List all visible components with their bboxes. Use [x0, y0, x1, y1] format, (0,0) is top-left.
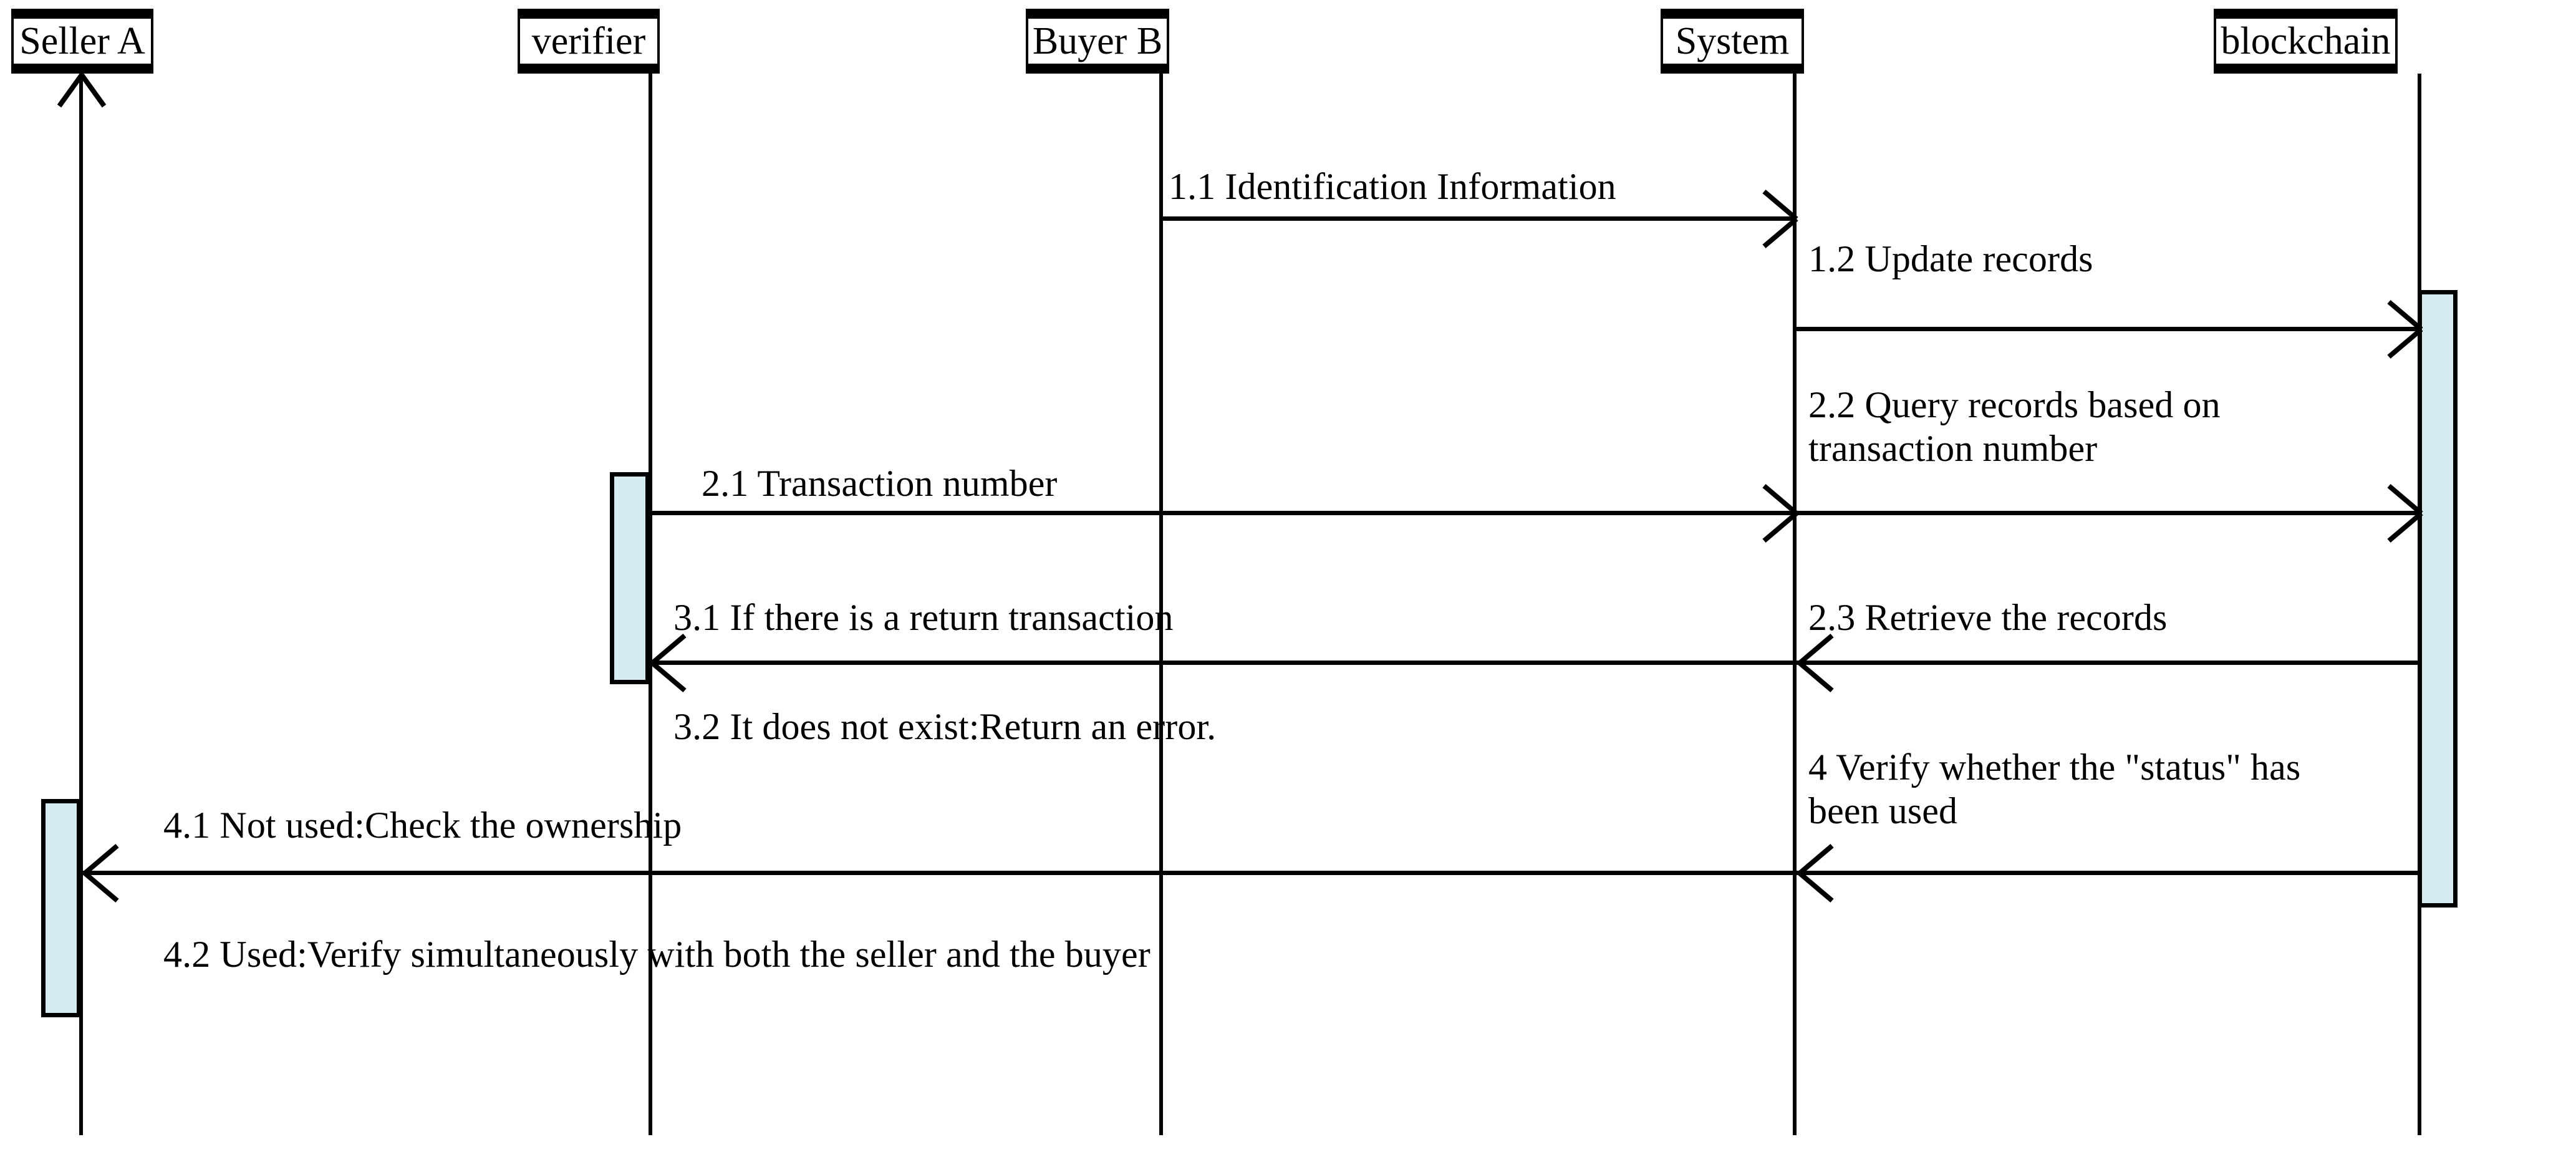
message-line-1-2[interactable] [1793, 327, 2421, 331]
participant-label-verifier: verifier [531, 20, 646, 62]
activation-bar-verifier [610, 472, 650, 684]
participant-label-seller-a: Seller A [19, 20, 145, 62]
annotation-4: 4 Verify whether the "status" has been u… [1808, 747, 2301, 832]
message-label-1-2: 1.2 Update records [1808, 238, 2093, 279]
participant-label-blockchain: blockchain [2221, 20, 2391, 62]
arrow-head-left-3-1-verifier [644, 633, 691, 693]
lifeline-buyer-b [1159, 74, 1163, 1135]
participant-box-verifier[interactable]: verifier [518, 9, 660, 74]
message-label-4-1: 4.1 Not used:Check the ownership [163, 805, 682, 846]
arrow-head-left-4-1-seller [76, 843, 123, 903]
arrow-head-right-2-1-system [1755, 483, 1803, 543]
message-line-1-1[interactable] [1159, 216, 1797, 221]
arrow-head-left-2-3-system [1791, 633, 1838, 693]
arrow-head-right-2-1-blockchain [2380, 483, 2428, 543]
arrow-head-right-1-2 [2380, 299, 2428, 359]
participant-label-buyer-b: Buyer B [1032, 20, 1163, 62]
arrow-head-left-4-1-system [1791, 843, 1838, 903]
lifeline-seller-a [79, 74, 83, 1135]
annotation-3-2: 3.2 It does not exist:Return an error. [673, 706, 1217, 747]
participant-box-seller-a[interactable]: Seller A [11, 9, 153, 74]
activation-bar-seller-a [41, 799, 81, 1017]
message-label-2-1: 2.1 Transaction number [702, 463, 1058, 504]
activation-bar-blockchain [2418, 290, 2458, 908]
lifeline-system [1793, 74, 1797, 1135]
lifeline-verifier [649, 74, 652, 1135]
participant-box-blockchain[interactable]: blockchain [2214, 9, 2398, 74]
participant-box-system[interactable]: System [1661, 9, 1804, 74]
annotation-4-2: 4.2 Used:Verify simultaneously with both… [163, 934, 1151, 975]
message-line-3-1[interactable] [649, 661, 2421, 665]
message-label-2-3: 2.3 Retrieve the records [1808, 597, 2168, 638]
message-line-4-1[interactable] [80, 871, 2421, 875]
message-label-1-1: 1.1 Identification Information [1169, 166, 1616, 207]
lifeline-top-arrow-seller-a [53, 73, 110, 121]
participant-box-buyer-b[interactable]: Buyer B [1026, 9, 1169, 74]
message-line-2-1[interactable] [649, 511, 2421, 515]
message-label-2-2: 2.2 Query records based on transaction n… [1808, 384, 2221, 470]
participant-label-system: System [1675, 20, 1790, 62]
arrow-head-right-1-1 [1755, 189, 1803, 249]
message-label-3-1: 3.1 If there is a return transaction [673, 597, 1174, 638]
